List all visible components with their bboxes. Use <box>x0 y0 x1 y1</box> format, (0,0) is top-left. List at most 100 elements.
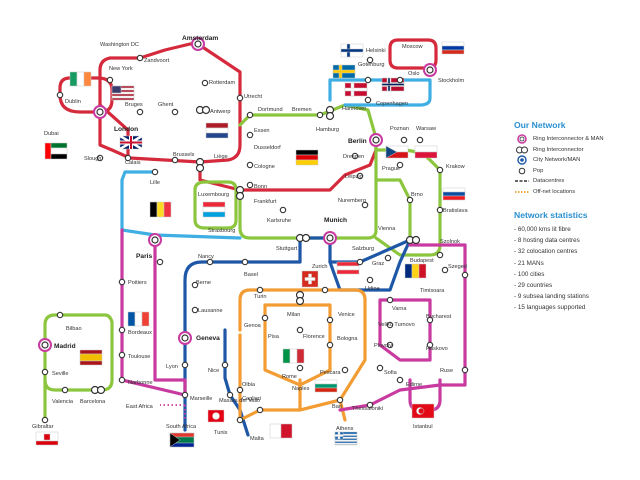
city-label: Genoa <box>244 323 262 329</box>
stat-item: - 15 languages supported <box>514 304 586 312</box>
city-label: Slough <box>84 156 101 162</box>
legend-item: Off-net locations <box>514 187 638 198</box>
pop-icon <box>246 161 254 169</box>
ring-interconnector-icon <box>295 233 311 243</box>
pop-icon <box>441 266 449 274</box>
pop-icon <box>426 316 434 324</box>
pop-icon <box>364 76 372 84</box>
pop-icon <box>341 366 349 374</box>
city-label: Berlin <box>348 138 367 145</box>
pop-icon <box>518 167 526 175</box>
flag-tunisia-icon <box>207 409 225 423</box>
city-label: Luxembourg <box>198 192 229 198</box>
city-label: Brno <box>411 192 423 198</box>
city-label: Olbia <box>242 382 256 388</box>
city-label: Krakow <box>446 164 466 170</box>
flag-poland-icon <box>414 145 438 159</box>
pop-icon <box>436 206 444 214</box>
city-label: Dubai <box>44 131 59 137</box>
pop-icon <box>396 76 404 84</box>
city-label: Washington DC <box>100 42 139 48</box>
pop-icon <box>171 156 179 164</box>
city-label: Nice <box>208 368 219 374</box>
flag-netherlands-icon <box>205 122 229 139</box>
city-label: Copenhagen <box>376 101 408 107</box>
city-label: New York <box>109 66 133 72</box>
pop-icon <box>56 91 64 99</box>
pop-icon <box>436 251 444 259</box>
city-label: South Africa <box>166 424 197 430</box>
legend-label: Off-net locations <box>533 188 576 195</box>
city-label: London <box>114 126 138 133</box>
city-label: Valencia <box>52 399 74 405</box>
legend-panel: Our Network Ring Interconnector & MAN Ri… <box>514 120 638 314</box>
city-label: Geneva <box>196 335 220 342</box>
city-label: Malta <box>250 436 265 442</box>
pop-icon <box>321 286 329 294</box>
flag-malta-icon <box>269 423 293 439</box>
city-label: Rotterdam <box>209 80 235 86</box>
city-label: Edirne <box>406 382 422 388</box>
statistics-section: Network statistics - 60,000 kms lit fibr… <box>514 210 638 314</box>
legend-item: City Network/MAN <box>514 155 638 166</box>
pop-icon <box>261 314 269 322</box>
city-label: Szeged <box>448 264 467 270</box>
city-label: Moscow <box>402 44 423 50</box>
pop-icon <box>436 166 444 174</box>
city-label: Pescara <box>320 370 341 376</box>
city-label: Amsterdam <box>182 35 218 42</box>
city-label: Essen <box>254 128 270 134</box>
city-label: Calais <box>125 160 141 166</box>
stat-item: - 32 colocation centres <box>514 248 578 256</box>
city-label: Haskovo <box>426 346 448 352</box>
flag-ireland-icon <box>69 71 92 87</box>
city-label: Thessaloniki <box>352 406 383 412</box>
pop-icon <box>191 306 199 314</box>
pop-icon <box>376 364 384 372</box>
off-net-dotted-line-icon <box>515 190 529 193</box>
city-label: Varna <box>392 306 407 312</box>
pop-icon <box>366 401 374 409</box>
legend-title: Our Network <box>514 120 566 130</box>
flag-gibraltar-icon <box>35 431 59 446</box>
flag-russia-icon <box>441 41 465 55</box>
city-label: Berne <box>196 280 211 286</box>
pop-icon <box>106 76 114 84</box>
pop-icon <box>151 168 159 176</box>
ring-interconnector-man-icon <box>148 233 162 247</box>
flag-finland-icon <box>340 43 364 58</box>
flag-uae-icon <box>44 142 68 160</box>
ring-interconnector-icon <box>516 146 528 154</box>
city-label: Stuttgart <box>276 246 298 252</box>
city-label: Szolnok <box>440 239 460 245</box>
ring-interconnector-man-icon <box>191 37 205 51</box>
city-label: Karlsruhe <box>267 218 291 224</box>
city-label: Nancy <box>198 254 214 260</box>
city-label: Tunis <box>214 430 228 436</box>
pop-icon <box>366 56 374 64</box>
pop-icon <box>366 276 374 284</box>
city-label: Hannover <box>342 106 366 112</box>
city-label: Barcelona <box>80 399 106 405</box>
city-label: Bremen <box>292 107 312 113</box>
city-label: Frankfurt <box>254 199 277 205</box>
city-label: Venice <box>338 312 355 318</box>
pop-icon <box>201 79 209 87</box>
pop-icon <box>136 54 144 62</box>
flag-denmark-icon <box>344 82 368 97</box>
city-label: Florence <box>303 334 325 340</box>
pop-icon <box>226 391 234 399</box>
city-label: Sofia <box>384 370 398 376</box>
pop-icon <box>118 326 126 334</box>
city-label: Nuremberg <box>338 198 366 204</box>
city-label: Marseille <box>190 396 212 402</box>
pop-icon <box>461 366 469 374</box>
city-label: Seville <box>52 371 68 377</box>
pop-icon <box>221 361 229 369</box>
line-orange-inner <box>263 303 332 387</box>
stat-item: - 9 subsea landing stations <box>514 293 589 301</box>
legend-label: Ring Interconnector & MAN <box>533 136 604 143</box>
line-red-benelux <box>98 42 242 164</box>
flags <box>35 41 466 448</box>
pop-icon <box>41 368 49 376</box>
